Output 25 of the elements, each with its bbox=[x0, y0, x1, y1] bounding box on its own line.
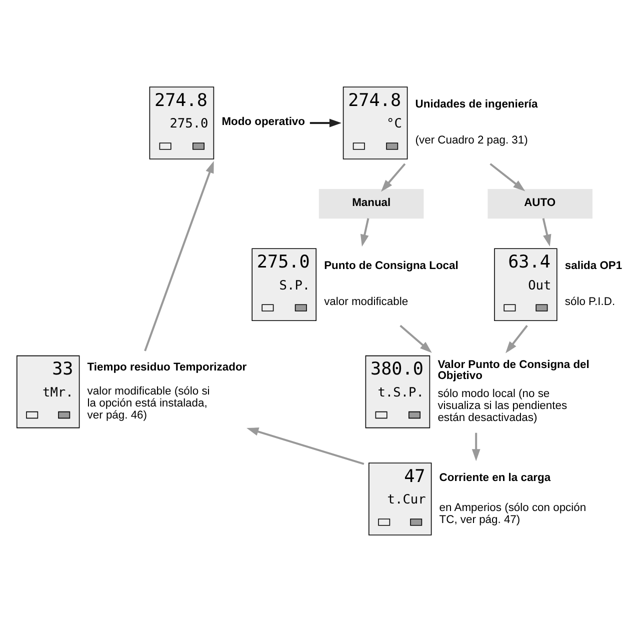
node-label: (ver Cuadro 2 pag. 31) bbox=[415, 134, 528, 147]
node-label: valor modificable bbox=[324, 296, 408, 308]
node-label: valor modificable (sólo si la opción está instalada, ver pág. 46) bbox=[87, 385, 210, 422]
node-label: salida OP1 bbox=[564, 260, 622, 272]
node-box: Manual bbox=[318, 189, 424, 219]
node-label: sólo modo local (no se visualiza si las pendientes están desactivadas) bbox=[438, 388, 568, 424]
arrow bbox=[381, 163, 406, 192]
node-label: Punto de Consigna Local bbox=[324, 260, 458, 272]
arrow bbox=[400, 324, 432, 353]
arrow bbox=[246, 428, 364, 465]
node-label: sólo P.I.D. bbox=[564, 296, 616, 308]
arrow bbox=[542, 218, 552, 247]
arrow bbox=[144, 160, 214, 352]
arrow bbox=[472, 432, 480, 462]
node-label: en Amperios (sólo con opción TC, ver pág. 47) bbox=[439, 502, 586, 526]
arrow bbox=[310, 118, 342, 128]
arrow bbox=[506, 325, 528, 354]
node-label: Modo operativo bbox=[222, 116, 305, 128]
node-label: Unidades de ingeniería bbox=[415, 98, 538, 111]
node-box: AUTO bbox=[488, 189, 592, 219]
node-label: Corriente en la carga bbox=[439, 472, 551, 484]
node-label: Valor Punto de Consigna del Objetivo bbox=[438, 358, 590, 382]
arrow bbox=[490, 163, 526, 192]
arrow bbox=[360, 218, 370, 247]
node-label: Tiempo residuo Temporizador bbox=[87, 361, 247, 374]
